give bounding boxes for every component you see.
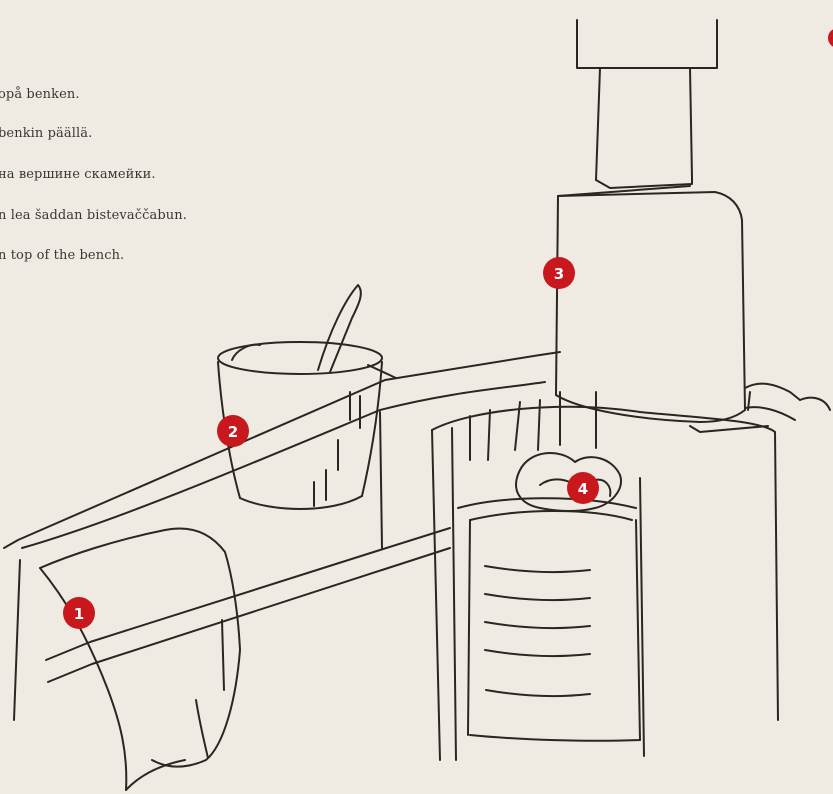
stove-body <box>432 392 778 760</box>
water-tank <box>556 192 830 422</box>
number-markers: 1 2 3 4 <box>63 257 599 629</box>
bench <box>4 352 560 720</box>
marker-4-label: 4 <box>578 480 588 498</box>
stove-pipe <box>558 20 717 196</box>
bucket <box>218 285 396 509</box>
marker-1-label: 1 <box>74 605 84 623</box>
marker-3-label: 3 <box>554 265 564 283</box>
partial-marker <box>828 28 833 48</box>
marker-2-label: 2 <box>228 423 238 441</box>
towel <box>40 528 240 790</box>
firebox <box>458 498 640 741</box>
